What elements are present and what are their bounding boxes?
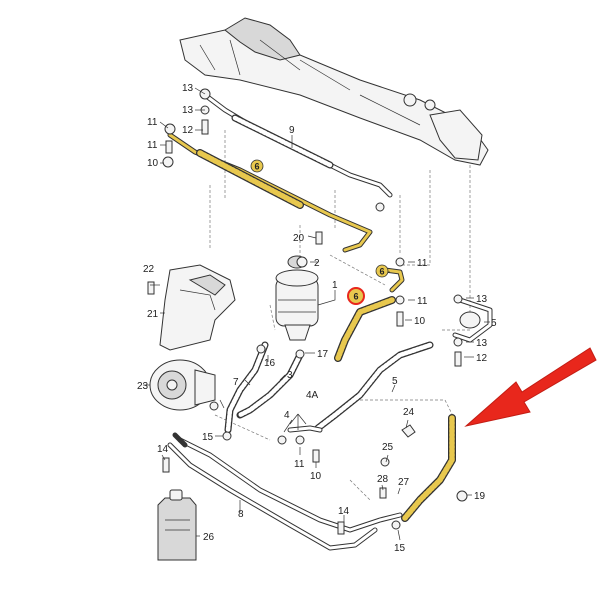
return-hose-5 xyxy=(314,341,434,432)
label-10-c: 10 xyxy=(310,471,322,482)
label-20: 20 xyxy=(293,233,305,244)
label-5-b: 5 xyxy=(392,376,398,387)
steering-rack xyxy=(179,17,489,166)
label-22: 22 xyxy=(143,264,155,275)
label-6-circled: 6 xyxy=(353,292,358,302)
label-13-d: 13 xyxy=(476,338,488,349)
label-28: 28 xyxy=(377,474,389,485)
label-15-a: 15 xyxy=(202,432,214,443)
line-4a xyxy=(287,425,323,433)
label-4: 4 xyxy=(284,410,290,421)
hoses-small xyxy=(224,341,304,434)
leader-lines xyxy=(143,87,490,541)
label-23: 23 xyxy=(137,381,149,392)
badge-6-middle xyxy=(375,264,389,278)
label-27: 27 xyxy=(398,477,410,488)
fluid-can-26 xyxy=(157,489,197,561)
label-1: 1 xyxy=(332,280,338,291)
label-25: 25 xyxy=(382,442,394,453)
reservoir xyxy=(275,255,319,341)
label-13-c: 13 xyxy=(476,294,488,305)
label-21: 21 xyxy=(147,309,159,320)
label-6-upper: 6 xyxy=(254,162,259,172)
part-6-badges: 6 6 6 xyxy=(250,159,389,305)
badge-6-upper xyxy=(250,159,264,173)
highlighted-hose-right xyxy=(401,414,456,522)
highlighted-hose-6-middle xyxy=(334,267,405,362)
label-2: 2 xyxy=(314,258,320,269)
label-11-d: 11 xyxy=(417,296,428,307)
label-17: 17 xyxy=(317,349,329,360)
label-11-e: 11 xyxy=(294,459,305,470)
label-24: 24 xyxy=(403,407,415,418)
label-3: 3 xyxy=(287,370,293,381)
label-14-b: 14 xyxy=(338,506,350,517)
label-8: 8 xyxy=(238,509,244,520)
label-11-a: 11 xyxy=(147,117,158,128)
label-11-c: 11 xyxy=(417,258,428,269)
fasteners xyxy=(147,88,468,535)
hose-loop-5 xyxy=(452,297,493,343)
part-labels: 13 13 12 11 11 10 9 20 2 1 11 11 10 13 5… xyxy=(137,83,497,554)
label-7: 7 xyxy=(233,377,239,388)
label-4a: 4A xyxy=(306,390,319,401)
label-15-b: 15 xyxy=(394,543,406,554)
label-9: 9 xyxy=(289,125,295,136)
label-13-a: 13 xyxy=(182,83,194,94)
label-11-b: 11 xyxy=(147,140,158,151)
label-19: 19 xyxy=(474,491,486,502)
label-10-a: 10 xyxy=(147,158,159,169)
label-14-a: 14 xyxy=(157,444,169,455)
label-16: 16 xyxy=(264,358,276,369)
label-12-b: 12 xyxy=(476,353,488,364)
badge-6-circled xyxy=(347,287,365,305)
pump-23 xyxy=(149,359,219,411)
label-5-a: 5 xyxy=(491,318,497,329)
pressure-line-9 xyxy=(202,92,393,198)
bracket-21 xyxy=(159,264,236,351)
dashed-reference-lines xyxy=(209,130,471,501)
label-10-b: 10 xyxy=(414,316,426,327)
highlighted-hose-6-upper xyxy=(167,132,373,253)
label-13-b: 13 xyxy=(182,105,194,116)
label-12-a: 12 xyxy=(182,125,194,136)
red-indicator-arrow xyxy=(464,347,597,427)
label-6-middle: 6 xyxy=(379,267,384,277)
pipe-8 xyxy=(167,432,403,551)
label-26: 26 xyxy=(203,532,215,543)
